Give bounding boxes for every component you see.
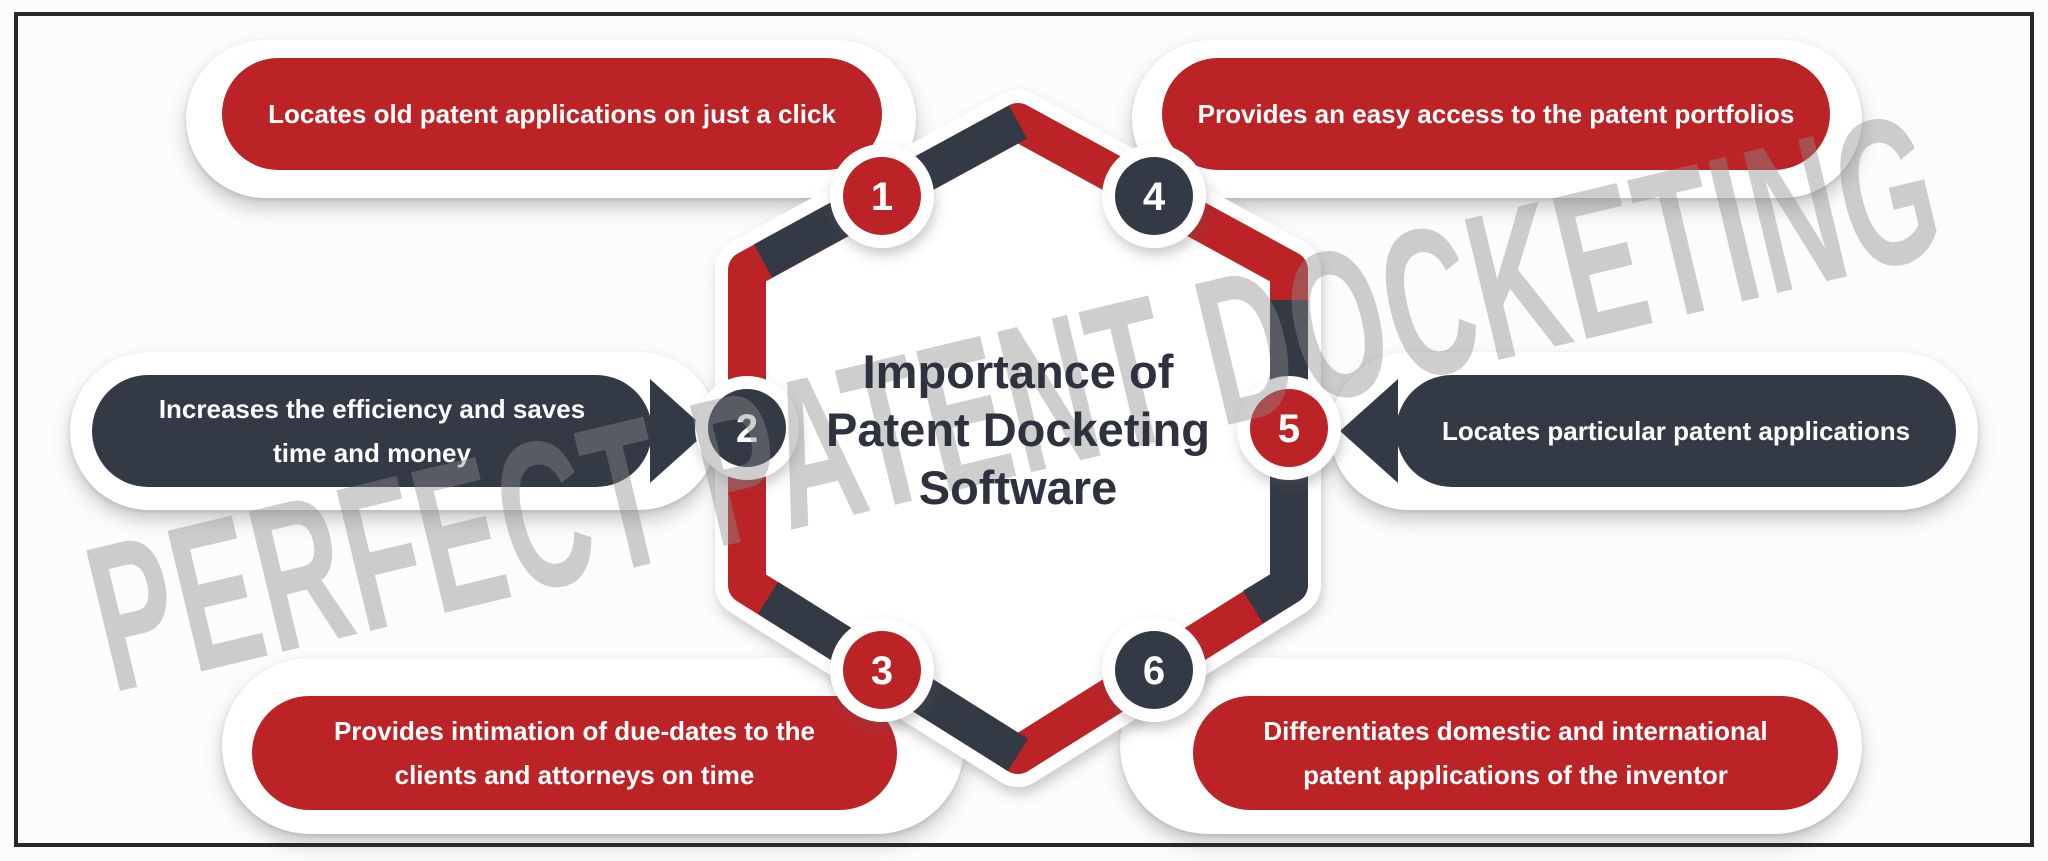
title-line: Software [918, 461, 1118, 514]
title-line: Importance of [862, 345, 1174, 398]
callout-middle-left: Increases the efficiency and saves time … [70, 352, 718, 510]
node-circle [1115, 157, 1193, 235]
callout-body: Differentiates domestic and internationa… [1193, 696, 1838, 810]
callout-taper [1340, 379, 1398, 483]
node-number: 4 [1143, 175, 1166, 219]
callout-top-left: Locates old patent applications on just … [186, 40, 916, 198]
callout-middle-right: Locates particular patent applications [1330, 352, 1978, 510]
hexagon-ring-red [728, 103, 1308, 774]
node-number: 5 [1278, 407, 1300, 451]
callout-text: patent applications of the inventor [1303, 760, 1728, 790]
node-circle [1250, 389, 1328, 467]
node-number: 3 [871, 649, 893, 693]
callout-text: time and money [273, 438, 471, 468]
node-4: 4 [1102, 144, 1206, 248]
callout-text: Locates old patent applications on just … [268, 99, 836, 129]
callout-top-right: Provides an easy access to the patent po… [1132, 40, 1862, 198]
node-number: 2 [736, 407, 758, 451]
node-number: 1 [871, 175, 893, 219]
node-5: 5 [1237, 376, 1341, 480]
callout-body: Provides intimation of due-dates to the … [252, 696, 897, 810]
callout-body: Locates old patent applications on just … [222, 58, 882, 170]
node-circle [843, 631, 921, 709]
callout-text: clients and attorneys on time [394, 760, 755, 790]
node-number: 6 [1143, 649, 1165, 693]
node-1: 1 [830, 144, 934, 248]
callout-text: Increases the efficiency and saves [158, 394, 586, 424]
callout-text: Differentiates domestic and internationa… [1263, 716, 1768, 746]
node-6: 6 [1102, 618, 1206, 722]
callout-body: Increases the efficiency and saves time … [92, 375, 708, 487]
node-2: 2 [695, 376, 799, 480]
node-circle [1115, 631, 1193, 709]
node-circle [843, 157, 921, 235]
callout-bottom-left: Provides intimation of due-dates to the … [222, 658, 964, 834]
title-line: Patent Docketing [826, 403, 1210, 456]
callout-body: Provides an easy access to the patent po… [1162, 58, 1830, 170]
center-title: Importance of Patent Docketing Software [758, 343, 1278, 517]
callout-text: Locates particular patent applications [1441, 416, 1911, 446]
node-circle [708, 389, 786, 467]
node-3: 3 [830, 618, 934, 722]
callout-bottom-right: Differentiates domestic and internationa… [1120, 658, 1862, 834]
callout-text: Provides intimation of due-dates to the [333, 716, 816, 746]
callout-text: Provides an easy access to the patent po… [1197, 99, 1795, 129]
callout-body: Locates particular patent applications [1340, 375, 1956, 487]
